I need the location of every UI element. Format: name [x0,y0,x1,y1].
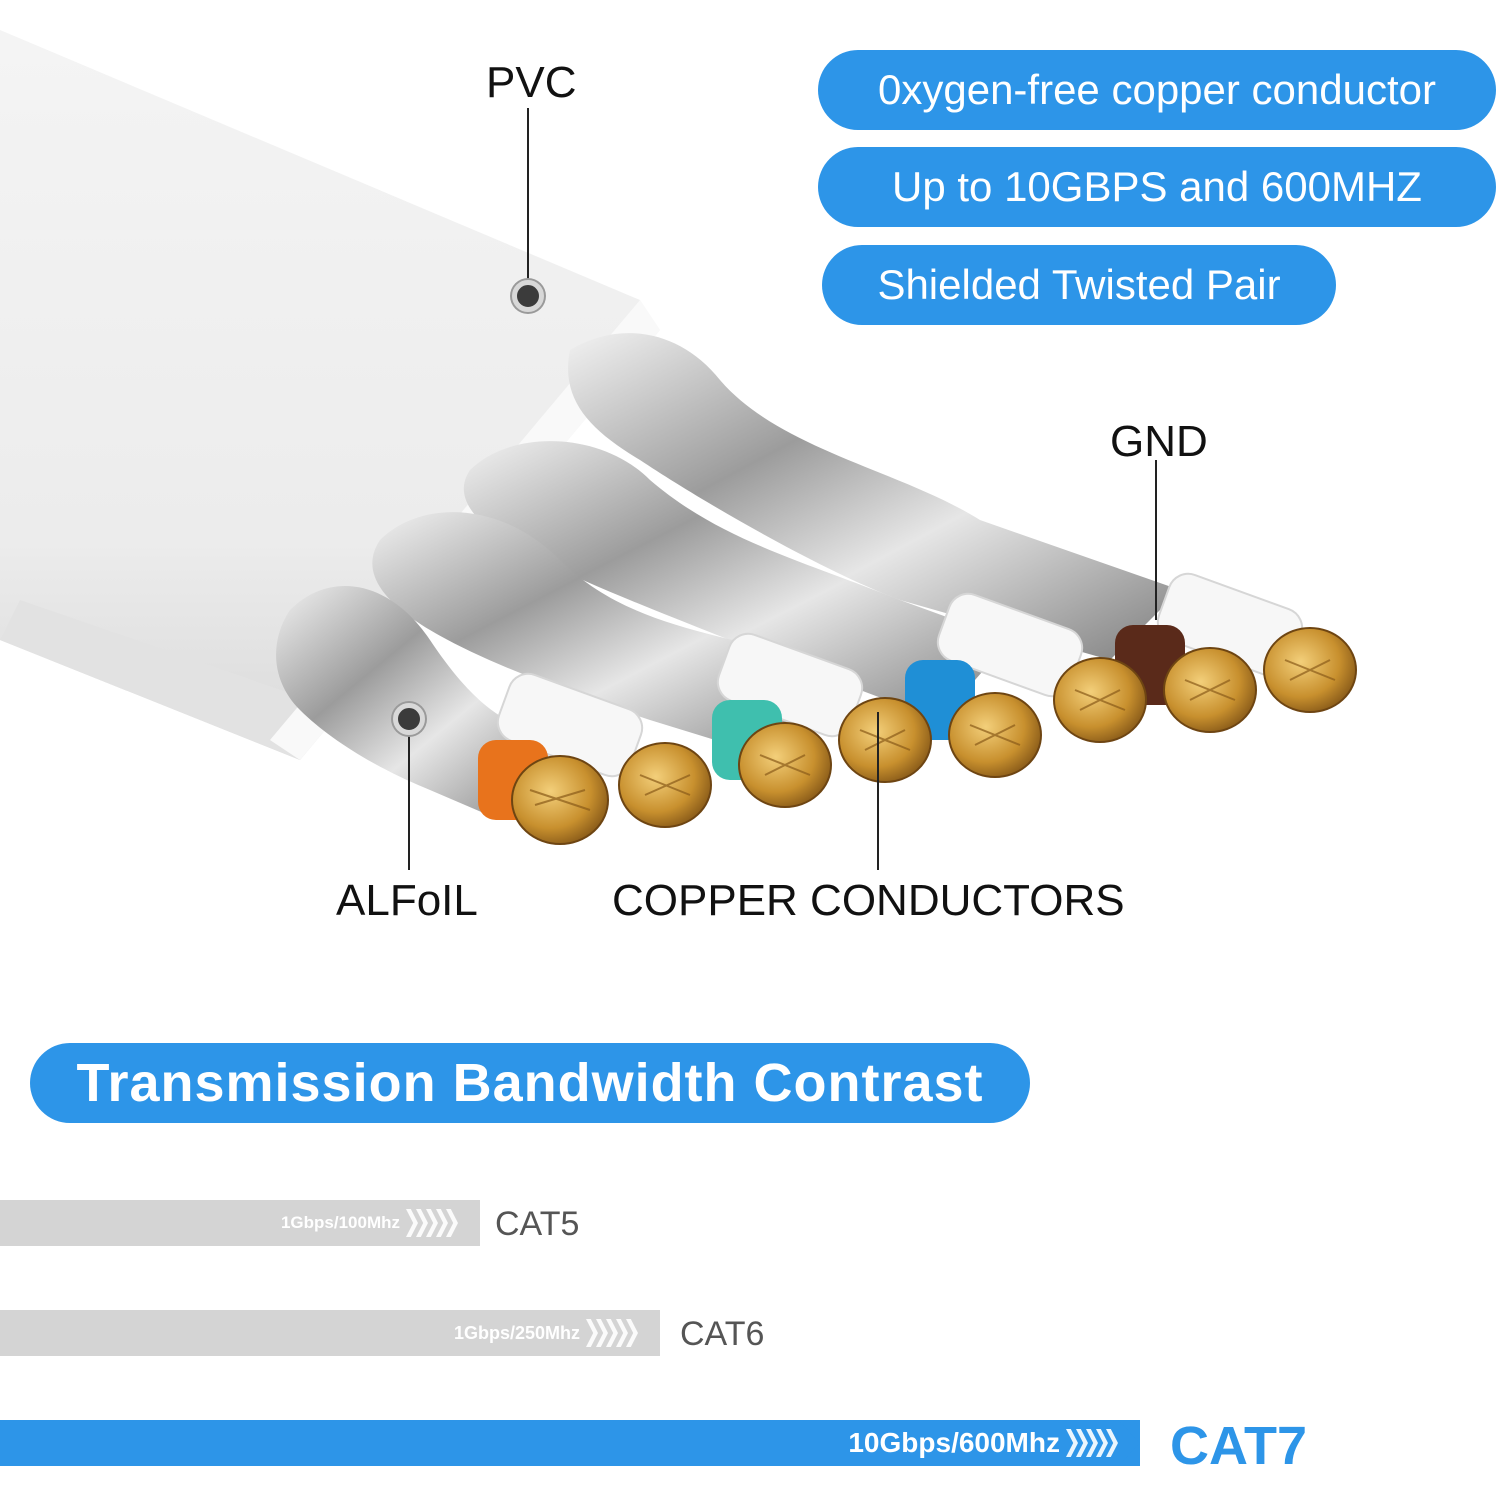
cat6-arrows [586,1310,660,1356]
copper-leader-line [877,712,879,870]
cat7-label: CAT7 [1170,1416,1308,1476]
bar-arrow-tip-icon [638,1310,660,1356]
pvc-marker [512,280,544,312]
chevron-right-icon [1066,1429,1078,1457]
cat5-arrows [406,1200,480,1246]
chevron-right-icon [586,1319,598,1347]
cat5-label: CAT5 [495,1205,580,1243]
cat6-bar-fill [0,1310,660,1356]
cat5-bar-fill [0,1200,480,1246]
gnd-leader-line [1155,460,1157,620]
feature-pill-shielding: Shielded Twisted Pair [822,245,1336,325]
cat5-speed: 1Gbps/100Mhz [280,1213,400,1232]
cat7-bar-fill [0,1420,1140,1466]
cat7-bar: 10Gbps/600Mhz [0,1420,1140,1466]
pvc-leader-line [527,108,529,290]
bar-arrow-tip-icon [1118,1420,1140,1466]
cable-cross-section-illustration [0,30,1357,845]
shielded-pair-4 [568,333,1180,660]
cat6-bar: 1Gbps/250Mhz [0,1310,660,1356]
bar-arrow-tip-icon [458,1200,480,1246]
cat6-speed: 1Gbps/250Mhz [453,1322,580,1343]
cat7-speed: 10Gbps/600Mhz [848,1427,1060,1458]
feature-pill-speed: Up to 10GBPS and 600MHZ [818,147,1496,227]
copper-conductors-label: COPPER CONDUCTORS [612,876,1125,925]
feature-pill-copper: 0xygen-free copper conductor [818,50,1496,130]
shielded-pair-3 [463,441,1010,720]
cat7-arrows [1066,1420,1140,1466]
alfoil-leader-line [408,718,410,870]
alfoil-label: ALFoIL [336,876,478,925]
gnd-label: GND [1110,417,1208,466]
section-title: Transmission Bandwidth Contrast [30,1043,1030,1123]
pvc-label: PVC [486,58,577,107]
alfoil-marker [393,703,425,735]
cat6-label: CAT6 [680,1315,765,1353]
cat5-bar: 1Gbps/100Mhz [0,1200,480,1246]
pvc-jacket [0,30,660,760]
chevron-right-icon [406,1209,418,1237]
